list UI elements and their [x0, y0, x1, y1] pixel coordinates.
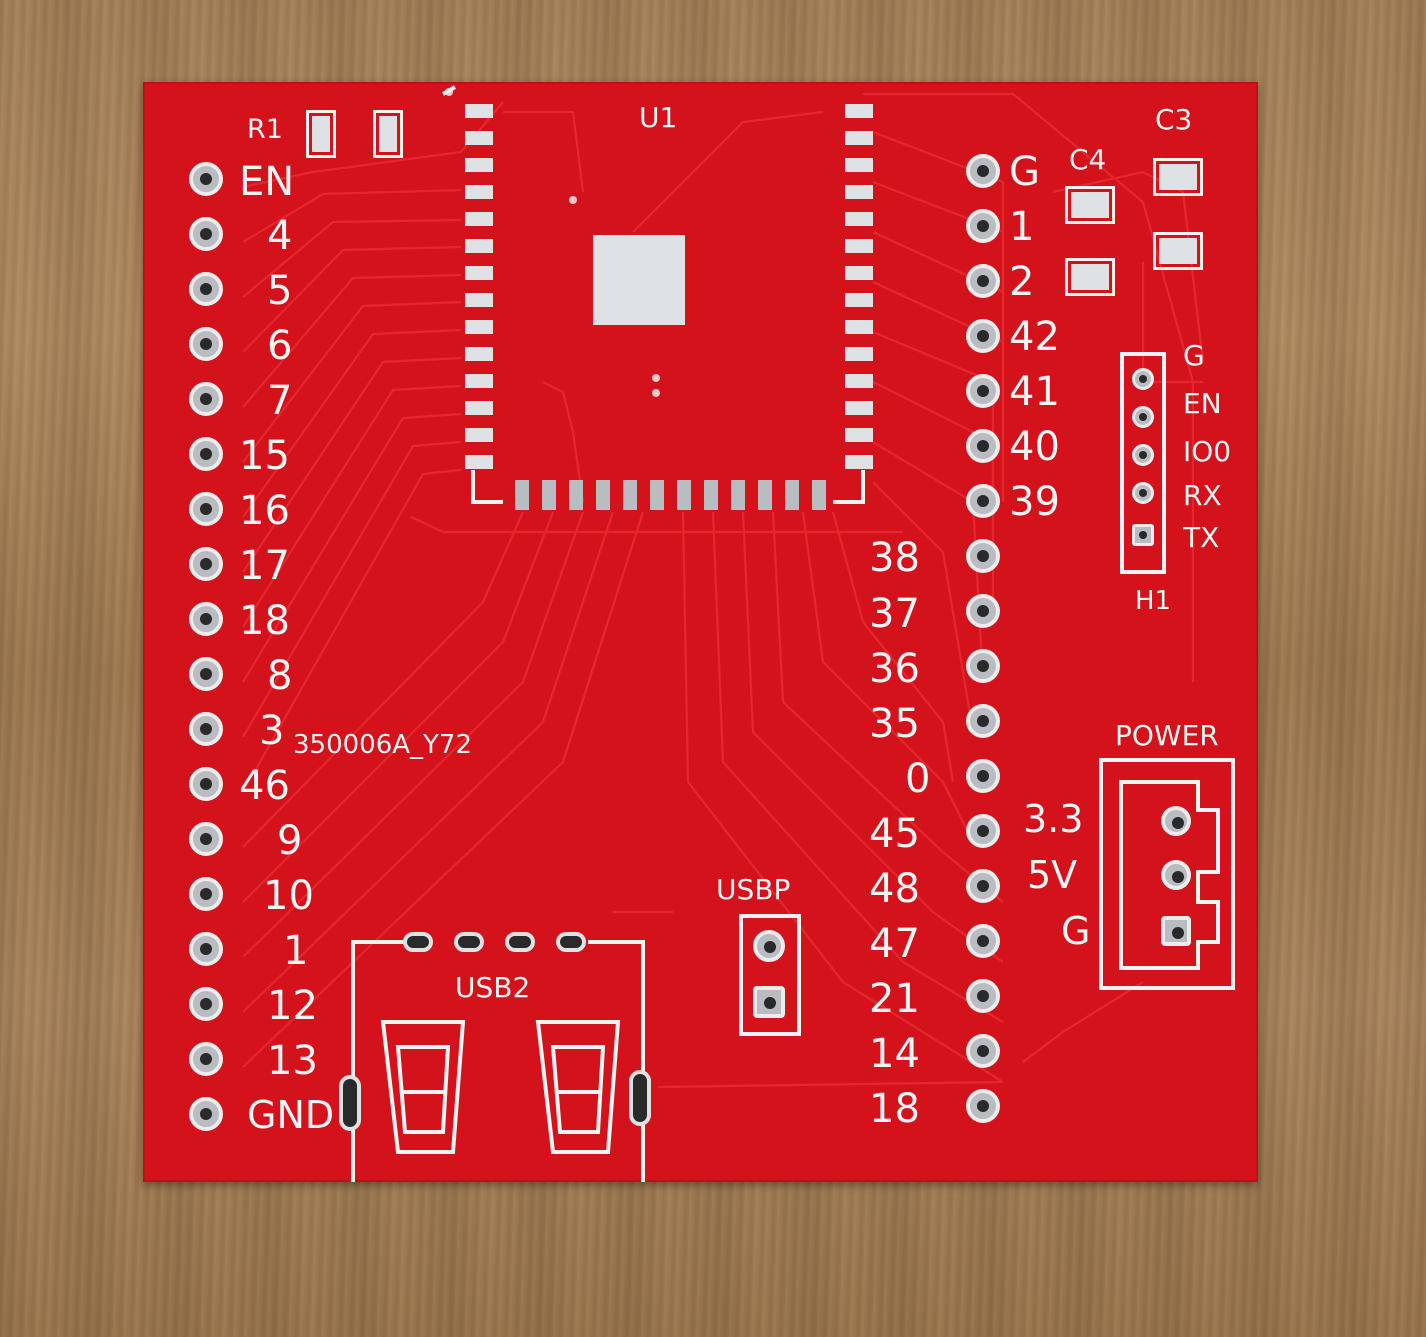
- pin-label: 1: [283, 928, 309, 974]
- usbp-label: USBP: [716, 873, 791, 906]
- pin-label: 5: [267, 268, 293, 314]
- pin-label: 12: [267, 983, 318, 1029]
- c3-pad-bottom: [1153, 232, 1203, 270]
- pin-label: 1: [1009, 204, 1035, 250]
- c4-label: C4: [1069, 143, 1107, 176]
- pin-label: 2: [1009, 259, 1035, 305]
- pin-label: GND: [247, 1093, 335, 1137]
- c4-pad-top: [1065, 186, 1115, 224]
- pin-label: 8: [267, 653, 293, 699]
- pin-label: 13: [267, 1038, 318, 1084]
- pin-label: G: [1183, 339, 1205, 372]
- part-number-label: 350006A_Y72: [293, 730, 473, 760]
- pin-label: 46: [239, 763, 290, 809]
- pin-label: 39: [1009, 479, 1060, 525]
- pin-label: 6: [267, 323, 293, 369]
- pin-label: 38: [869, 535, 920, 581]
- pin-label: 4: [267, 213, 293, 259]
- power-label: POWER: [1115, 719, 1219, 752]
- pin-label: 45: [869, 811, 920, 857]
- pin-label: 16: [239, 488, 290, 534]
- c3-pad-top: [1153, 158, 1203, 196]
- r1-pad-right: [373, 110, 403, 158]
- pin-label: 47: [869, 921, 920, 967]
- module-thermal-pad: [593, 235, 685, 325]
- usb2-label: USB2: [455, 971, 531, 1004]
- pin-label: IO0: [1183, 435, 1232, 468]
- pin-label: 18: [869, 1086, 920, 1132]
- pin-label: 36: [869, 646, 920, 692]
- u1-label: U1: [639, 101, 678, 134]
- pin-label: 14: [869, 1031, 920, 1077]
- pin-label: 10: [263, 873, 314, 919]
- pin-label: 48: [869, 866, 920, 912]
- pin-label: 37: [869, 591, 920, 637]
- c4-pad-bottom: [1065, 258, 1115, 296]
- pin-label: 0: [905, 756, 931, 802]
- pin-label: 41: [1009, 369, 1060, 415]
- pin-label: 15: [239, 433, 290, 479]
- pin-label: 5V: [1027, 853, 1078, 897]
- pin-label: 7: [267, 378, 293, 424]
- pin-label: 3: [259, 708, 285, 754]
- pin-label: RX: [1183, 479, 1222, 512]
- pin-label: 18: [239, 598, 290, 644]
- pin-label: 42: [1009, 314, 1060, 360]
- pin-label: 21: [869, 976, 920, 1022]
- pin-label: G: [1061, 909, 1091, 953]
- r1-label: R1: [247, 114, 283, 145]
- h1-label: H1: [1135, 586, 1172, 616]
- pin-label: 17: [239, 543, 290, 589]
- pin-label: G: [1009, 149, 1040, 195]
- pin-label: 9: [277, 818, 303, 864]
- pin-label: 35: [869, 701, 920, 747]
- pcb-board: U1 R1 C3 C4 350006A_Y72 USB2 USBP H1 POW…: [143, 82, 1258, 1182]
- pin-label: 3.3: [1023, 797, 1084, 841]
- c3-label: C3: [1155, 103, 1193, 136]
- r1-pad-left: [306, 110, 336, 158]
- pin-label: 40: [1009, 424, 1060, 470]
- pin-label: EN: [239, 159, 295, 205]
- pin-label: EN: [1183, 387, 1222, 420]
- pin-label: TX: [1183, 521, 1220, 554]
